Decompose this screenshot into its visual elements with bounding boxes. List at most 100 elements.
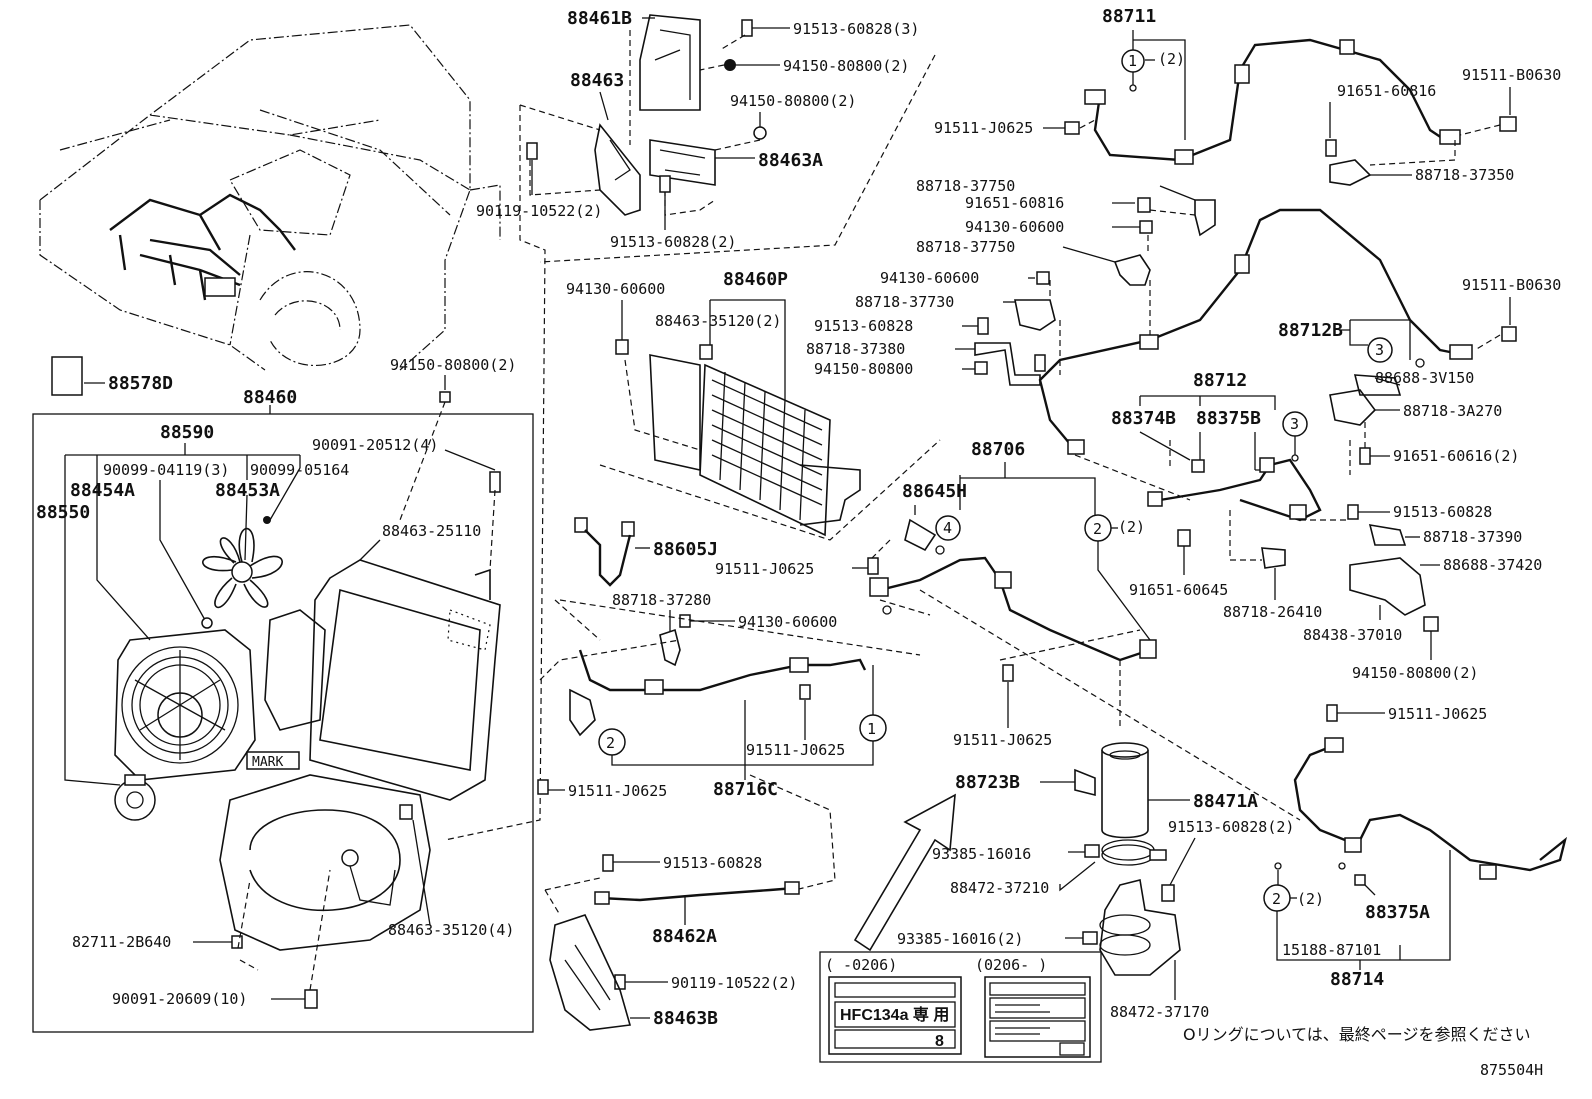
label-90091-20512-4: 90091-20512(4) (312, 436, 438, 454)
bracket-88463A (649, 139, 716, 186)
bracket-88472-37210 (1101, 839, 1167, 866)
ring-ref-3-a-label: 3 (1375, 341, 1384, 359)
label-93385-16016-2: 93385-16016(2) (897, 930, 1023, 948)
label-88718-26410: 88718-26410 (1223, 603, 1322, 621)
label-88714: 88714 (1330, 969, 1384, 990)
label-82711-2B640: 82711-2B640 (72, 933, 171, 951)
label-91513-60828-2-a: 91513-60828(2) (610, 233, 736, 251)
hose-88712 (1147, 457, 1322, 522)
bracket-88461B (639, 14, 701, 111)
label-91511-J0625-e: 91511-J0625 (953, 731, 1052, 749)
label-88718-37730: 88718-37730 (855, 293, 954, 311)
ring-2-qty-a: (2) (1118, 518, 1145, 536)
label-88605J: 88605J (653, 539, 718, 560)
hose-88711 (1084, 38, 1461, 165)
label-94150-80800-2-b: 94150-80800(2) (730, 92, 856, 110)
label-plate-group: ( -0206) (0206- ) HFC134a 専 用 8 (819, 951, 1102, 1063)
label-94130-60600-c: 94130-60600 (965, 218, 1064, 236)
label-88578D: 88578D (108, 373, 173, 394)
label-91511-J0625-b: 91511-J0625 (568, 782, 667, 800)
label-88375B: 88375B (1196, 408, 1261, 429)
label-91651-60645: 91651-60645 (1129, 581, 1228, 599)
receiver-88471A (1101, 742, 1149, 839)
label-91651-60816-a: 91651-60816 (1337, 82, 1436, 100)
label-88718-37350: 88718-37350 (1415, 166, 1514, 184)
group-box-88460 (32, 413, 534, 1033)
label-88463A: 88463A (758, 150, 823, 171)
condenser-frame-88463-25110 (264, 559, 501, 801)
label-91651-60816-b: 91651-60816 (965, 194, 1064, 212)
hose-88716C (569, 649, 867, 737)
direction-arrow (853, 793, 956, 952)
hose-88706 (869, 556, 1157, 662)
label-88463-35120-4: 88463-35120(4) (388, 921, 514, 939)
label-90099-04119-3: 90099-04119(3) (103, 461, 229, 479)
label-88463-25110: 88463-25110 (382, 522, 481, 540)
lower-shroud (219, 774, 431, 951)
label-88462A: 88462A (652, 926, 717, 947)
label-91651-60616-2: 91651-60616(2) (1393, 447, 1519, 465)
ring-ref-4-label: 4 (943, 519, 952, 537)
label-88453A: 88453A (215, 480, 280, 501)
label-88471A: 88471A (1193, 791, 1258, 812)
label-91513-60828-2-f: 91513-60828(2) (1168, 818, 1294, 836)
label-94150-80800-2-a: 94150-80800(2) (783, 57, 909, 75)
label-91513-60828-d: 91513-60828 (1393, 503, 1492, 521)
label-94130-60600-d: 94130-60600 (880, 269, 979, 287)
label-88718-37750-b: 88718-37750 (916, 238, 1015, 256)
label-94130-60600-b: 94130-60600 (738, 613, 837, 631)
label-91511-J0625-c: 91511-J0625 (934, 119, 1033, 137)
label-94150-80800-2-c: 94150-80800(2) (390, 356, 516, 374)
label-15188-87101: 15188-87101 (1282, 941, 1381, 959)
bracket-88462A (594, 881, 800, 905)
label-88712: 88712 (1193, 370, 1247, 391)
label-94130-60600-a: 94130-60600 (566, 280, 665, 298)
ring-ref-2-b-label: 2 (1093, 520, 1102, 538)
ring-ref-1-b-label: 1 (1128, 52, 1137, 70)
hfc-label: HFC134a 専 用 (840, 1006, 949, 1024)
bracket-88463B (549, 914, 632, 1031)
label-88716C: 88716C (713, 779, 778, 800)
ring-1-qty: (2) (1158, 50, 1185, 68)
diagram-id: 875504H (1480, 1061, 1543, 1079)
ring-ref-4 (935, 515, 961, 541)
label-88712B: 88712B (1278, 320, 1343, 341)
label-91511-J0625-a: 91511-J0625 (746, 741, 845, 759)
label-88460P: 88460P (723, 269, 788, 290)
label-88718-3A270: 88718-3A270 (1403, 402, 1502, 420)
label-88723B: 88723B (955, 772, 1020, 793)
label-88718-37280: 88718-37280 (612, 591, 711, 609)
vehicle-outline (39, 24, 501, 371)
label-90091-20609-10: 90091-20609(10) (112, 990, 247, 1008)
label-91511-B0630-b: 91511-B0630 (1462, 276, 1561, 294)
label-mark: MARK (252, 755, 283, 770)
ring-ref-2-a-label: 2 (606, 734, 615, 752)
label-90119-10522-2-b: 90119-10522(2) (671, 974, 797, 992)
label-88460: 88460 (243, 387, 297, 408)
label-88590: 88590 (160, 422, 214, 443)
fan-shroud-88454A (114, 629, 256, 781)
label-90119-10522-2-a: 90119-10522(2) (476, 202, 602, 220)
label-88463: 88463 (570, 70, 624, 91)
label-88688-37420: 88688-37420 (1443, 556, 1542, 574)
label-88438-37010: 88438-37010 (1303, 626, 1402, 644)
label-94150-80800-2-e: 94150-80800(2) (1352, 664, 1478, 682)
label-91511-J0625-d: 91511-J0625 (715, 560, 814, 578)
hfc-sub: 8 (935, 1033, 944, 1050)
label-91511-J0625-f: 91511-J0625 (1388, 705, 1487, 723)
label-88688-3V150: 88688-3V150 (1375, 369, 1474, 387)
hose-88714 (1293, 737, 1568, 880)
label-88706: 88706 (971, 439, 1025, 460)
label-93385-16016: 93385-16016 (932, 845, 1031, 863)
label-88645H: 88645H (902, 481, 967, 502)
ring-ref-3-b-label: 3 (1290, 415, 1299, 433)
ring-ref-1-a-label: 1 (867, 720, 876, 738)
hose-88712B (1038, 208, 1473, 455)
condenser-88460P (649, 344, 861, 537)
label-90099-05164: 90099-05164 (250, 461, 349, 479)
fan-motor-88550 (114, 774, 156, 821)
label-88454A: 88454A (70, 480, 135, 501)
label-88374B: 88374B (1111, 408, 1176, 429)
sensor-88605J (574, 517, 635, 587)
